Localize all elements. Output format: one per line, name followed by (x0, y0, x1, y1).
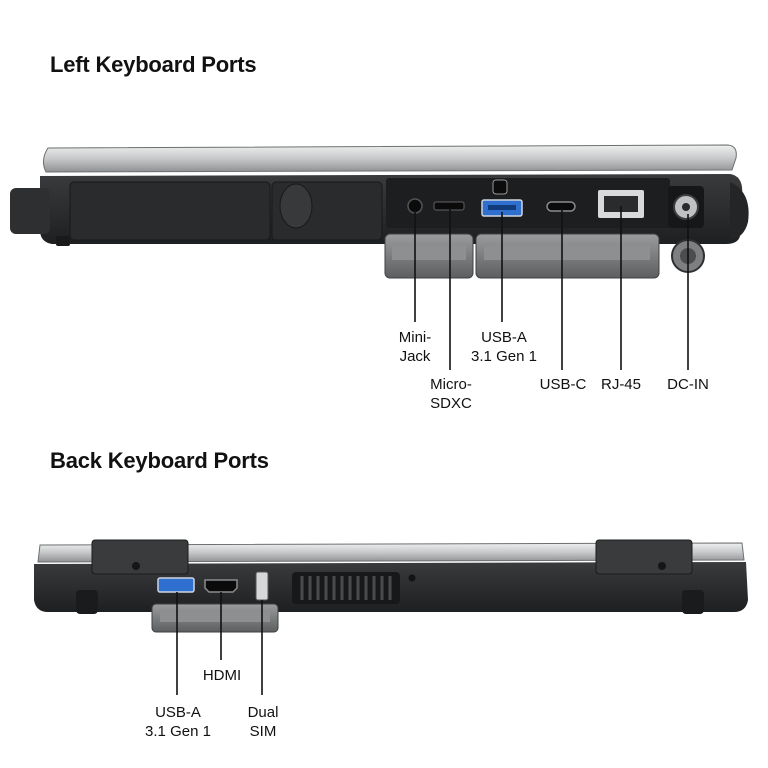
hdmi-port (204, 579, 238, 593)
back-callout-lines (176, 592, 263, 695)
label-usb-a-back: USB-A 3.1 Gen 1 (145, 704, 211, 740)
label-usb-a-left: USB-A 3.1 Gen 1 (471, 329, 537, 365)
label-rj45: RJ-45 (600, 376, 641, 393)
label-dual-sim: Dual SIM (247, 704, 279, 740)
left-side-laptop (10, 144, 749, 279)
left-callout-lines (414, 206, 689, 370)
micro-sd-slot (433, 201, 465, 211)
label-dc-in: DC-IN (667, 376, 709, 393)
usb-c-port (546, 201, 576, 212)
label-hdmi: HDMI (202, 667, 242, 684)
label-usb-c: USB-C (539, 376, 587, 393)
sim-slot (255, 571, 269, 601)
back-side-laptop (34, 539, 748, 633)
usb-a-port-back (157, 577, 195, 593)
left-ports-heading: Left Keyboard Ports (50, 52, 257, 77)
back-ports-heading: Back Keyboard Ports (50, 448, 269, 473)
label-micro-sdxc: Micro- SDXC (430, 376, 472, 412)
label-mini-jack: Mini- Jack (398, 329, 432, 365)
